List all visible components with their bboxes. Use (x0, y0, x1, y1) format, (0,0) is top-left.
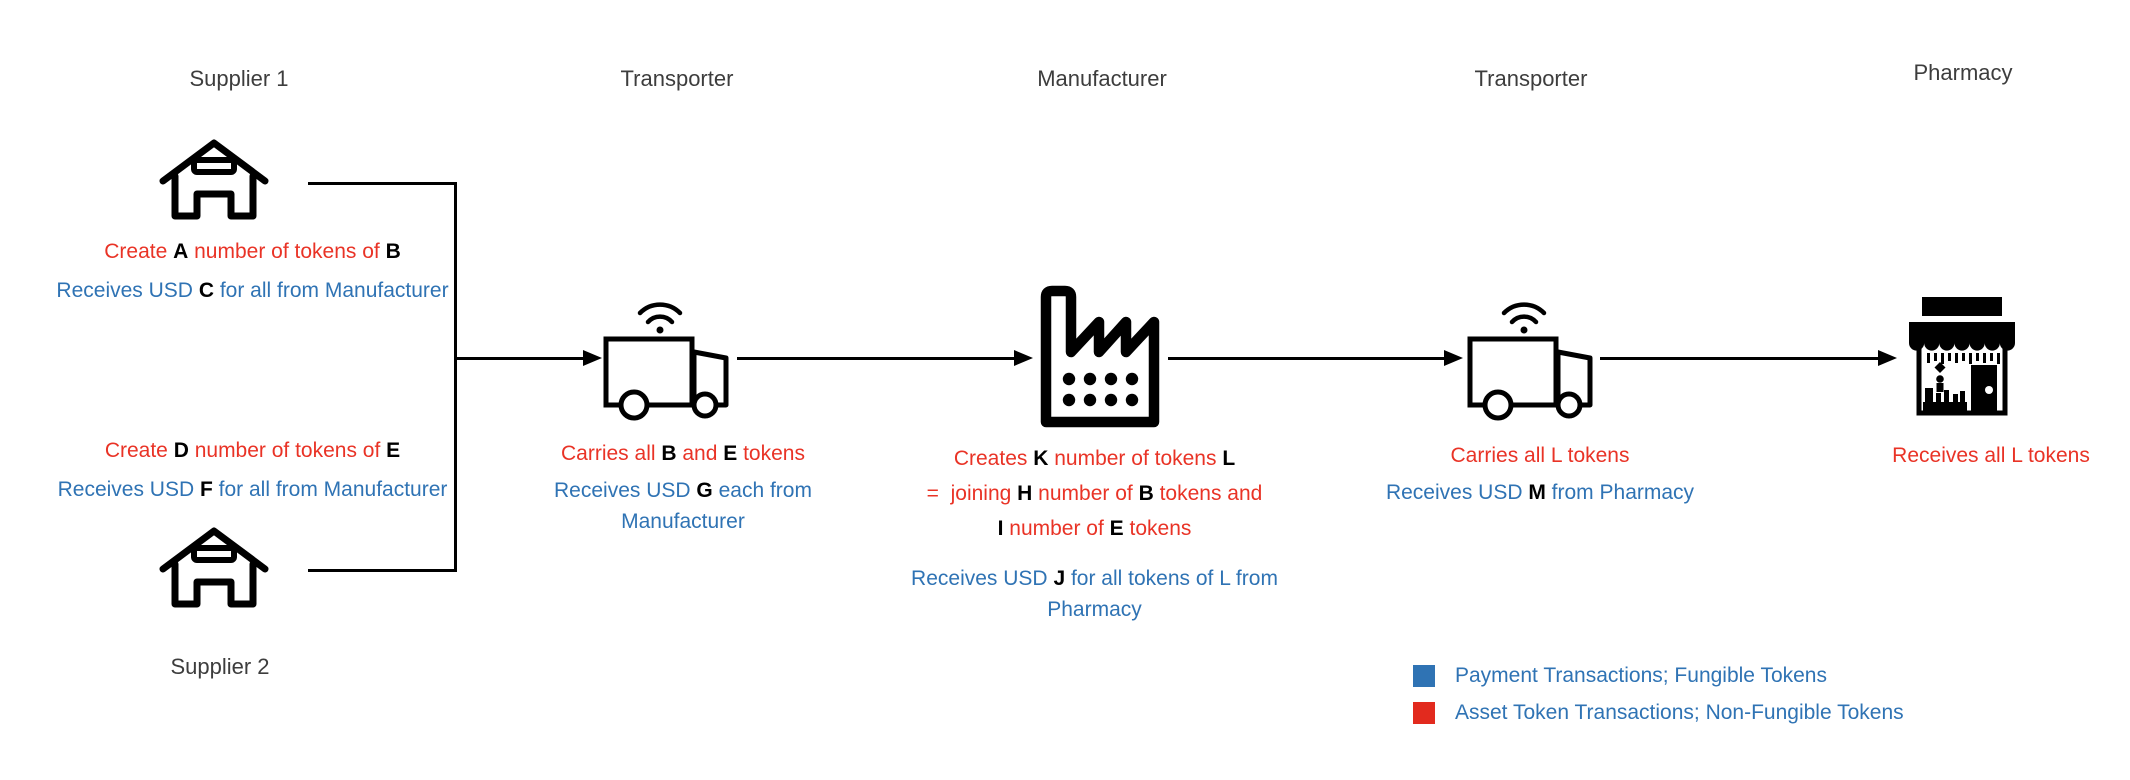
arrowhead-icon (583, 350, 602, 366)
legend-item-asset: Asset Token Transactions; Non-Fungible T… (1413, 701, 1973, 725)
manufacturer-asset-line-2: = joining H number of B tokens and (926, 482, 1263, 505)
supplier2-payment-line: Receives USD F for all from Manufacturer (57, 478, 448, 501)
role-label-supplier1: Supplier 1 (189, 66, 289, 91)
role-label-transporter1: Transporter (620, 66, 734, 91)
supplier1-annotation: Create A number of tokens of B Receives … (20, 232, 485, 310)
pharmacy-annotation: Receives all L tokens (1821, 440, 2130, 471)
arrow-transporter1-to-manufacturer (737, 350, 1033, 366)
suppliers-merge-line (454, 182, 457, 572)
transporter2-annotation: Carries all L tokens Receives USD M from… (1340, 440, 1740, 508)
arrowhead-icon (1014, 350, 1033, 366)
role-label-transporter2: Transporter (1474, 66, 1588, 91)
delivery-truck-icon (1462, 286, 1602, 426)
manufacturer-annotation: Creates K number of tokens L = joining H… (872, 441, 1317, 625)
wifi-icon (637, 302, 683, 325)
supplier2-annotation: Create D number of tokens of E Receives … (20, 431, 485, 509)
legend-item-payment: Payment Transactions; Fungible Tokens (1413, 664, 1933, 688)
wifi-icon (1501, 302, 1547, 325)
supplier1-payment-line: Receives USD C for all from Manufacturer (56, 279, 449, 302)
storefront-icon (1901, 291, 2023, 420)
legend-label-asset: Asset Token Transactions; Non-Fungible T… (1455, 701, 1904, 724)
role-label-supplier2: Supplier 2 (170, 654, 270, 679)
manufacturer-asset-line-1: Creates K number of tokens L (953, 447, 1236, 470)
legend-swatch-blue (1413, 665, 1435, 687)
supplier1-asset-line: Create A number of tokens of B (104, 240, 401, 263)
role-label-pharmacy: Pharmacy (1913, 60, 2013, 85)
delivery-truck-icon (598, 286, 738, 426)
factory-icon (1034, 282, 1166, 430)
arrowhead-icon (1878, 350, 1897, 366)
arrow-suppliers-to-transporter1 (456, 350, 602, 366)
warehouse-icon (158, 521, 270, 609)
legend-swatch-red (1413, 702, 1435, 724)
arrow-manufacturer-to-transporter2 (1168, 350, 1463, 366)
manufacturer-asset-line-3: I number of E tokens (997, 517, 1192, 540)
arrowhead-icon (1444, 350, 1463, 366)
transporter1-payment-line: Receives USD G each from Manufacturer (554, 479, 818, 533)
pharmacy-asset-line: Receives all L tokens (1892, 444, 2090, 467)
supplier2-connector-line (308, 569, 456, 572)
arrow-transporter2-to-pharmacy (1600, 350, 1897, 366)
supplier1-connector-line (308, 182, 456, 185)
transporter2-asset-line: Carries all L tokens (1450, 444, 1630, 467)
transporter2-payment-line: Receives USD M from Pharmacy (1385, 481, 1695, 504)
manufacturer-payment-line: Receives USD J for all tokens of L from … (911, 567, 1284, 621)
legend-label-payment: Payment Transactions; Fungible Tokens (1455, 664, 1827, 687)
supplier2-asset-line: Create D number of tokens of E (104, 439, 401, 462)
warehouse-icon (158, 133, 270, 221)
transporter1-asset-line: Carries all B and E tokens (561, 442, 805, 465)
transporter1-annotation: Carries all B and E tokens Receives USD … (483, 438, 883, 537)
role-label-manufacturer: Manufacturer (1037, 66, 1167, 91)
